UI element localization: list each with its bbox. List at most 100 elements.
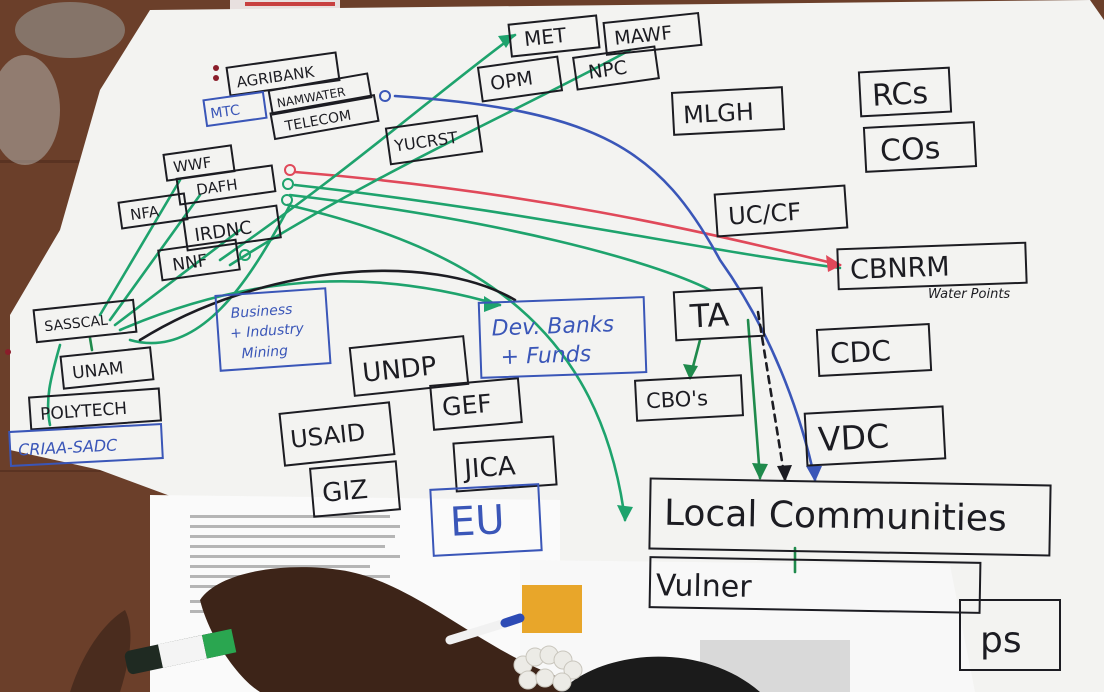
label-vulnerable: Vulner [656,568,753,605]
label-cdc: CDC [829,334,891,370]
box-jica [452,435,558,493]
label-industry: + Industry [230,321,305,342]
green-connector [118,279,502,332]
arrow-head [484,296,500,312]
finger [70,610,131,692]
label-cbos: CBO's [645,386,708,413]
dark-green-connector [88,336,94,352]
green-connector [218,33,517,262]
box-vulnerable [648,556,982,614]
red-dot [213,65,219,71]
box-ta [672,286,766,342]
hand [200,567,600,692]
box-polytech [27,387,163,431]
dashed-connector [756,310,787,482]
label-funds: + Funds [500,342,591,370]
box-cdc [815,323,933,377]
label-mlgh: MLGH [682,98,754,130]
box-cos [862,121,978,173]
glass-object [15,2,125,58]
glass-object [0,55,60,165]
green-connector [108,193,202,322]
box-opm [476,55,564,103]
connector-circles [239,90,391,261]
label-giz: GIZ [321,475,369,509]
green-connector [128,203,292,345]
dark-green-connector [746,318,762,480]
box-uc-cf [713,184,849,238]
label-met: MET [523,23,568,51]
box-cbos [633,374,745,422]
label-vdc: VDC [817,416,890,459]
red-dot [213,75,219,81]
label-npc: NPC [587,57,629,84]
red-dot [5,349,11,355]
green-connector [288,193,712,292]
arrow-head [752,463,768,480]
box-undp [348,335,470,397]
box-met [507,14,601,58]
box-nfa [117,192,189,230]
label-dev-banks: Dev. Banks [491,312,614,341]
box-irdnc [182,204,282,252]
green-connector [46,343,62,427]
black-connector [138,269,517,342]
label-cos: COs [879,131,941,169]
label-wwf: WWF [172,153,212,176]
box-vdc [803,405,947,467]
box-mtc [202,90,268,128]
red-connector [293,170,842,267]
box-yucrst [384,114,484,166]
box-npc [572,45,660,91]
label-business: Business [230,302,293,322]
box-unam [59,346,155,390]
pen [445,613,525,645]
box-dafh [175,164,277,206]
box-groups [959,599,1061,671]
box-usaid [278,401,396,467]
box-local-communities [648,477,1052,557]
label-gef: GEF [441,389,493,422]
green-connector [98,178,182,317]
red-stripe [245,2,335,6]
label-groups-fragment: ps [980,620,1022,661]
green-marker [124,628,237,675]
arrow-heads [484,34,842,522]
yellow-graphic [522,585,582,633]
label-cbnrm: CBNRM [850,251,951,285]
box-mlgh [670,86,786,136]
box-business [214,287,332,372]
label-eu: EU [449,497,506,546]
box-eu [429,483,543,557]
box-rcs [857,66,953,118]
arrow-head [683,364,698,380]
label-ta: TA [688,295,730,335]
arrow-head [777,465,792,482]
connection-lines [46,33,842,574]
pearl-bracelet [513,645,583,692]
box-dev-banks [477,296,648,379]
label-sasscal: SASSCAL [44,313,109,336]
label-uc-cf: UC/CF [727,198,802,231]
label-water-points: Water Points [928,287,1010,302]
arrow-head [826,255,842,272]
label-local-communities: Local Communities [664,493,1007,540]
box-nnf [157,238,241,282]
box-telecom [269,94,380,141]
arrow-head [806,466,822,482]
box-sasscal [32,298,138,344]
arrow-head [617,505,633,522]
label-nnf: NNF [171,251,209,276]
green-connector [293,183,842,270]
box-gef [429,377,523,431]
green-connector [286,203,627,522]
arm-sleeve [560,656,760,692]
label-jica: JICA [461,451,516,485]
box-cbnrm [836,241,1028,291]
label-rcs: RCs [871,76,929,114]
label-mining: Mining [241,343,289,362]
box-criaa-sadc [8,422,164,468]
box-giz [308,460,402,518]
blue-connector [393,94,817,482]
